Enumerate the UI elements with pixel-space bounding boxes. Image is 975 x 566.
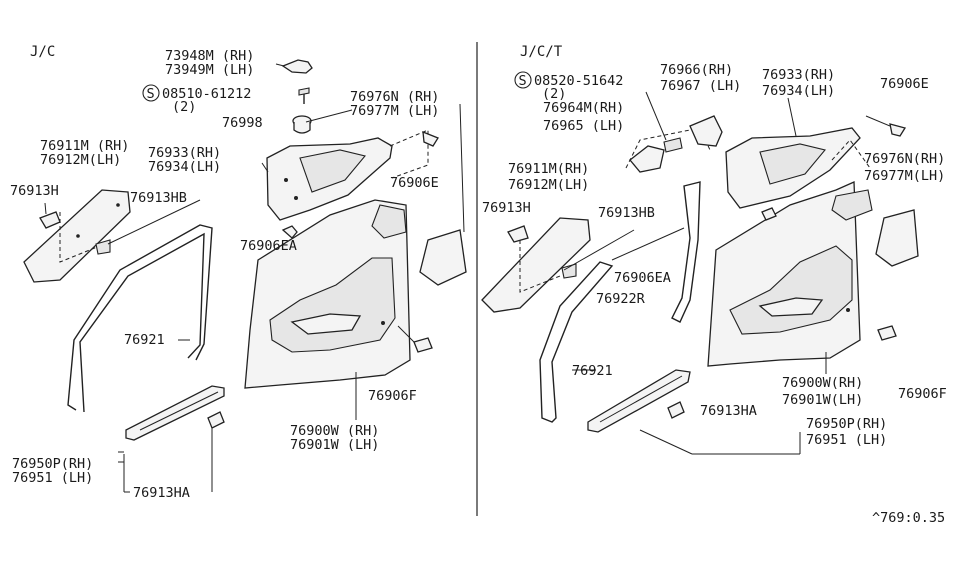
label-76913h-right: 76913H [482, 200, 531, 216]
label-08510-qty: (2) [172, 99, 196, 115]
label-76906ea-right: 76906EA [614, 270, 671, 286]
clip-76913ha-left [207, 411, 225, 429]
section-title-left: J/C [30, 44, 55, 60]
label-76913ha-right: 76913HA [700, 403, 757, 419]
label-76951-right: 76951 (LH) [806, 432, 887, 448]
label-76934-left: 76934(LH) [148, 159, 221, 175]
label-76933-left: 76933(RH) [148, 145, 221, 161]
label-76998: 76998 [222, 115, 263, 131]
label-76911m-left: 76911M (RH) [40, 138, 129, 154]
section-title-right: J/C/T [520, 44, 563, 60]
footer-code: ^769:0.35 [872, 510, 945, 526]
label-76976n-left: 76976N (RH) [350, 89, 439, 105]
clip-76913hb [95, 239, 111, 255]
hinge-76964m [629, 145, 665, 173]
label-76976n-right: 76976N(RH) [864, 151, 945, 167]
weatherstrip-76921-right [539, 261, 614, 423]
label-76913hb-right: 76913HB [598, 205, 655, 221]
clip-76906f-right [877, 325, 897, 341]
svg-text:S: S [519, 73, 527, 89]
label-76950p-left: 76950P(RH) [12, 456, 93, 472]
clip-76906e-right [889, 123, 907, 137]
label-76913hb-left: 76913HB [130, 190, 187, 206]
label-76934-right: 76934(LH) [762, 83, 835, 99]
label-76906f-left: 76906F [368, 388, 417, 404]
clip-73948m [281, 59, 313, 74]
left-parts-graphics [23, 59, 467, 493]
label-76913ha-left: 76913HA [133, 485, 190, 501]
label-76922r: 76922R [596, 291, 646, 307]
weatherstrip-76921 [67, 224, 213, 411]
label-76921-left: 76921 [124, 332, 165, 348]
clip-76906ea-right [761, 207, 777, 221]
quarter-trim-76977m-right [875, 209, 919, 267]
right-parts-graphics [481, 91, 919, 455]
label-76933-right: 76933(RH) [762, 67, 835, 83]
quarter-trim-76977m [419, 229, 467, 286]
label-76912m-left: 76912M(LH) [40, 152, 121, 168]
label-76906e-left: 76906E [390, 175, 439, 191]
clip-76906ea [281, 225, 298, 239]
label-76977m-left: 76977M (LH) [350, 103, 439, 119]
sill-76950p-right [587, 369, 691, 433]
bracket-76966 [689, 115, 723, 147]
label-76906f-right: 76906F [898, 386, 947, 402]
label-73949m: 73949M (LH) [165, 62, 254, 78]
label-76911m-right: 76911M(RH) [508, 161, 589, 177]
strip-76922r [671, 181, 701, 323]
clip-76906e [422, 130, 439, 147]
label-76913h-left: 76913H [10, 183, 59, 199]
label-76901w-right: 76901W(LH) [782, 392, 863, 408]
label-76950p-right: 76950P(RH) [806, 416, 887, 432]
screw-symbol-right: S [514, 71, 532, 89]
label-76951-left: 76951 (LH) [12, 470, 93, 486]
label-08520: 08520-51642 [534, 73, 623, 89]
label-76906ea-left: 76906EA [240, 238, 297, 254]
screw-symbol-left: S [142, 84, 160, 102]
clip-76913hb-right [561, 263, 577, 279]
label-76912m-right: 76912M(LH) [508, 177, 589, 193]
label-73948m: 73948M (RH) [165, 48, 254, 64]
label-76966: 76966(RH) [660, 62, 733, 78]
label-76900w-right: 76900W(RH) [782, 375, 863, 391]
clip-76913h-right [507, 225, 529, 243]
label-76921-right: 76921 [572, 363, 613, 379]
clip-76906f [413, 337, 433, 353]
label-76965: 76965 (LH) [543, 118, 624, 134]
label-76906e-right: 76906E [880, 76, 929, 92]
clip-76913h [39, 211, 61, 229]
clip-76913ha-right [667, 401, 685, 419]
label-76900w-left: 76900W (RH) [290, 423, 379, 439]
screw-circle-icon [514, 71, 532, 89]
screw-circle-icon [142, 84, 160, 102]
label-76967: 76967 (LH) [660, 78, 741, 94]
svg-text:S: S [147, 86, 155, 102]
label-76964m: 76964M(RH) [543, 100, 624, 116]
label-76977m-right: 76977M(LH) [864, 168, 945, 184]
screw-08510 [298, 87, 310, 96]
label-08510: 08510-61212 [162, 86, 251, 102]
label-08520-qty: (2) [542, 86, 566, 102]
pillar-76911m-right [481, 217, 591, 313]
label-76901w-left: 76901W (LH) [290, 437, 379, 453]
